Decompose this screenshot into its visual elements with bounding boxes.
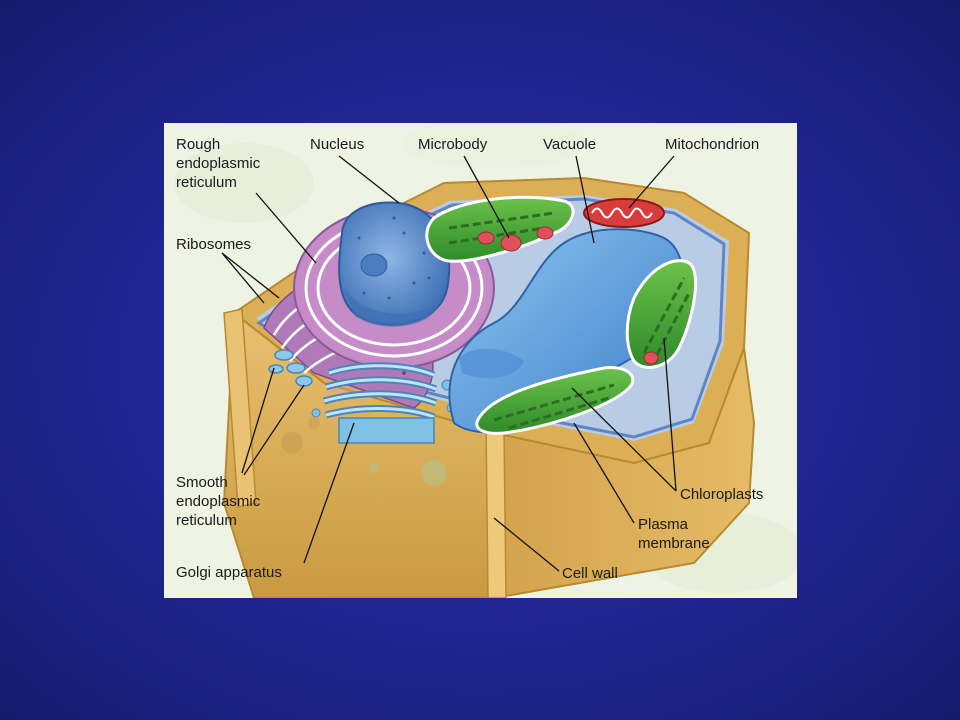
plant-cell-diagram: Rough endoplasmic reticulum Nucleus Micr… — [164, 123, 797, 598]
label-smooth-er: Smooth endoplasmic reticulum — [176, 474, 261, 529]
mitochondrion — [583, 198, 665, 228]
label-nucleus: Nucleus — [310, 136, 365, 153]
smooth-er — [268, 349, 313, 387]
golgi-apparatus — [311, 362, 456, 444]
chloroplast-top — [425, 195, 575, 263]
label-rough-er: Rough endoplasmic reticulum — [176, 136, 261, 191]
microbodies — [477, 226, 659, 365]
leader-lines — [221, 155, 677, 572]
label-cell-wall: Cell wall — [562, 565, 618, 582]
label-mitochondrion: Mitochondrion — [665, 136, 760, 153]
vacuole — [448, 228, 684, 434]
chloroplast-bottom — [475, 366, 635, 435]
label-microbody: Microbody — [418, 136, 488, 153]
label-vacuole: Vacuole — [543, 136, 597, 153]
plant-cell-illustration — [174, 123, 797, 598]
label-plasma-membrane: Plasma membrane — [638, 516, 710, 552]
label-ribosomes: Ribosomes — [176, 236, 252, 253]
chloroplast-right — [625, 259, 697, 369]
label-golgi-apparatus: Golgi apparatus — [176, 564, 282, 581]
label-chloroplasts: Chloroplasts — [680, 486, 764, 503]
